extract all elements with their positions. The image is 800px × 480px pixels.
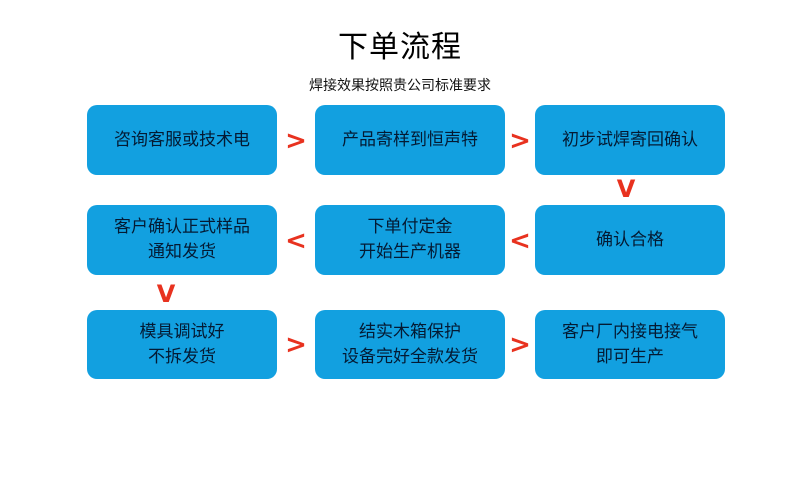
flow-node-step-1[interactable]: 咨询客服或技术电 — [87, 105, 277, 175]
flow-node-line: 设备完好全款发货 — [342, 346, 478, 367]
connector-arrow-down-icon: V — [156, 280, 176, 308]
page-subtitle: 焊接效果按照贵公司标准要求 — [309, 78, 491, 94]
flow-node-line: 客户确认正式样品 — [114, 217, 250, 237]
flow-node-step-2[interactable]: 产品寄样到恒声特 — [315, 105, 505, 175]
flow-node-step-3[interactable]: 初步试焊寄回确认 — [535, 105, 725, 175]
page-title: 下单流程 — [338, 30, 462, 65]
flow-node-line: 产品寄样到恒声特 — [342, 129, 478, 150]
flow-node-line: 开始生产机器 — [359, 242, 461, 262]
flow-node-line: 咨询客服或技术电 — [114, 129, 250, 150]
flow-node-step-9[interactable]: 客户厂内接电接气 即可生产 — [535, 310, 725, 379]
connector-arrow-right-icon: > — [285, 126, 307, 156]
connector-arrow-left-icon: < — [285, 226, 307, 256]
flow-node-step-5[interactable]: 下单付定金 开始生产机器 — [315, 205, 505, 275]
flow-node-line: 通知发货 — [148, 242, 216, 262]
flow-node-line: 初步试焊寄回确认 — [562, 129, 698, 150]
flow-node-step-8[interactable]: 结实木箱保护 设备完好全款发货 — [315, 310, 505, 379]
connector-arrow-left-icon: < — [509, 226, 531, 256]
connector-arrow-right-icon: > — [509, 330, 531, 360]
connector-arrow-right-icon: > — [285, 330, 307, 360]
flow-node-line: 客户厂内接电接气 — [562, 321, 698, 342]
flow-node-line: 不拆发货 — [148, 346, 216, 367]
flow-node-line: 下单付定金 — [367, 217, 453, 237]
flow-node-step-6[interactable]: 客户确认正式样品 通知发货 — [87, 205, 277, 275]
flow-node-line: 模具调试好 — [139, 321, 225, 342]
flow-node-line: 即可生产 — [596, 346, 664, 367]
flow-node-line: 结实木箱保护 — [359, 321, 461, 342]
connector-arrow-right-icon: > — [509, 126, 531, 156]
flow-node-step-7[interactable]: 模具调试好 不拆发货 — [87, 310, 277, 379]
connector-arrow-down-icon: V — [616, 175, 636, 203]
flow-node-line: 确认合格 — [596, 229, 664, 250]
flow-node-step-4[interactable]: 确认合格 — [535, 205, 725, 275]
